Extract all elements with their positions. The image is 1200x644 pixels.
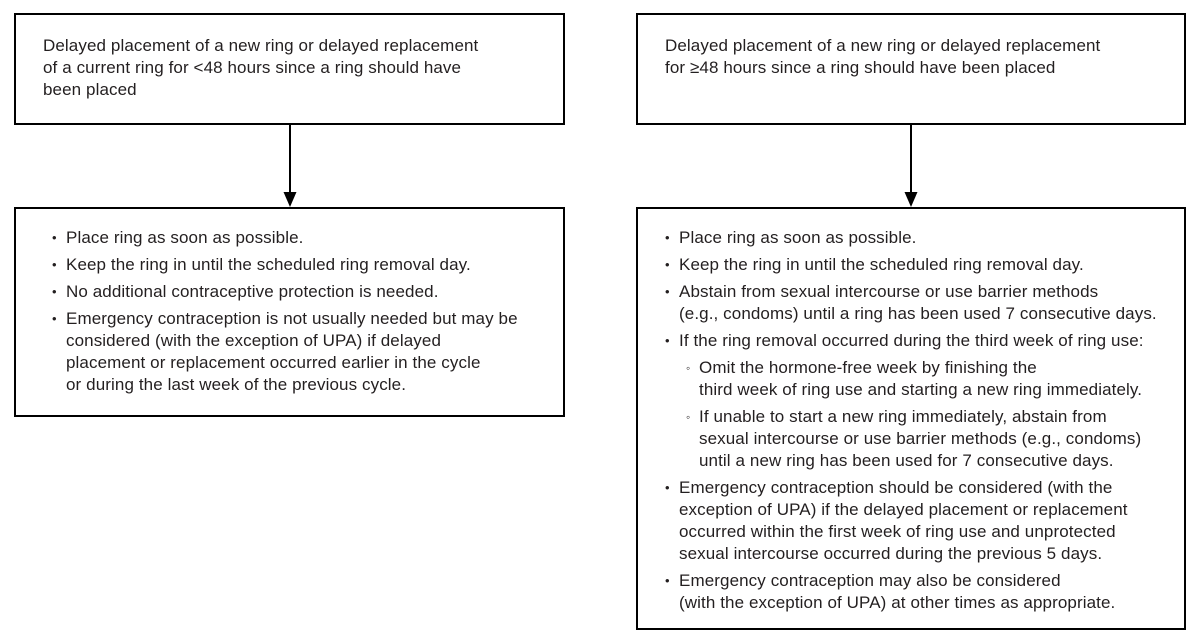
condition-box-left: Delayed placement of a new ring or delay…: [14, 13, 565, 125]
action-text: Emergency contraception is not usually n…: [66, 309, 518, 394]
list-item: • No additional contraceptive protection…: [52, 281, 551, 303]
bullet-icon: •: [52, 230, 57, 245]
condition-text-left: Delayed placement of a new ring or delay…: [43, 36, 479, 99]
action-text: If the ring removal occurred during the …: [679, 331, 1144, 350]
sub-bullet-icon: ◦: [686, 410, 691, 424]
bullet-icon: •: [665, 257, 670, 272]
sub-action-text: Omit the hormone-free week by finishing …: [699, 358, 1143, 399]
action-text: Place ring as soon as possible.: [679, 228, 917, 247]
bullet-icon: •: [665, 230, 670, 245]
actions-box-right: • Place ring as soon as possible. • Keep…: [636, 207, 1186, 630]
condition-text-right: Delayed placement of a new ring or delay…: [665, 36, 1101, 77]
list-item: • Keep the ring in until the scheduled r…: [665, 254, 1176, 276]
list-item: • Keep the ring in until the scheduled r…: [52, 254, 551, 276]
bullet-icon: •: [52, 311, 57, 326]
action-text: Keep the ring in until the scheduled rin…: [66, 255, 471, 274]
sub-bullet-icon: ◦: [686, 361, 691, 375]
condition-box-right: Delayed placement of a new ring or delay…: [636, 13, 1186, 125]
list-item: • Emergency contraception may also be co…: [665, 570, 1176, 614]
bullet-icon: •: [52, 284, 57, 299]
actions-box-left: • Place ring as soon as possible. • Keep…: [14, 207, 565, 417]
bullet-icon: •: [665, 573, 670, 588]
bullet-icon: •: [52, 257, 57, 272]
action-text: Emergency contraception may also be cons…: [679, 571, 1116, 612]
action-text: Abstain from sexual intercourse or use b…: [679, 282, 1157, 323]
actions-list-left: • Place ring as soon as possible. • Keep…: [16, 209, 563, 396]
list-item: • Abstain from sexual intercourse or use…: [665, 281, 1176, 325]
list-item: • Emergency contraception should be cons…: [665, 477, 1176, 565]
sub-list-item: ◦ If unable to start a new ring immediat…: [686, 406, 1176, 472]
actions-list-right: • Place ring as soon as possible. • Keep…: [638, 209, 1184, 614]
sub-action-text: If unable to start a new ring immediatel…: [699, 407, 1142, 470]
down-arrow-left: [283, 125, 297, 207]
bullet-icon: •: [665, 333, 670, 348]
down-arrow-right: [904, 125, 918, 207]
bullet-icon: •: [665, 284, 670, 299]
action-text: No additional contraceptive protection i…: [66, 282, 439, 301]
action-text: Emergency contraception should be consid…: [679, 478, 1128, 563]
list-item: • Emergency contraception is not usually…: [52, 308, 551, 396]
sub-list-item: ◦ Omit the hormone-free week by finishin…: [686, 357, 1176, 401]
action-text: Place ring as soon as possible.: [66, 228, 304, 247]
list-item: • Place ring as soon as possible.: [665, 227, 1176, 249]
bullet-icon: •: [665, 480, 670, 495]
action-text: Keep the ring in until the scheduled rin…: [679, 255, 1084, 274]
list-item: • If the ring removal occurred during th…: [665, 330, 1176, 352]
list-item: • Place ring as soon as possible.: [52, 227, 551, 249]
